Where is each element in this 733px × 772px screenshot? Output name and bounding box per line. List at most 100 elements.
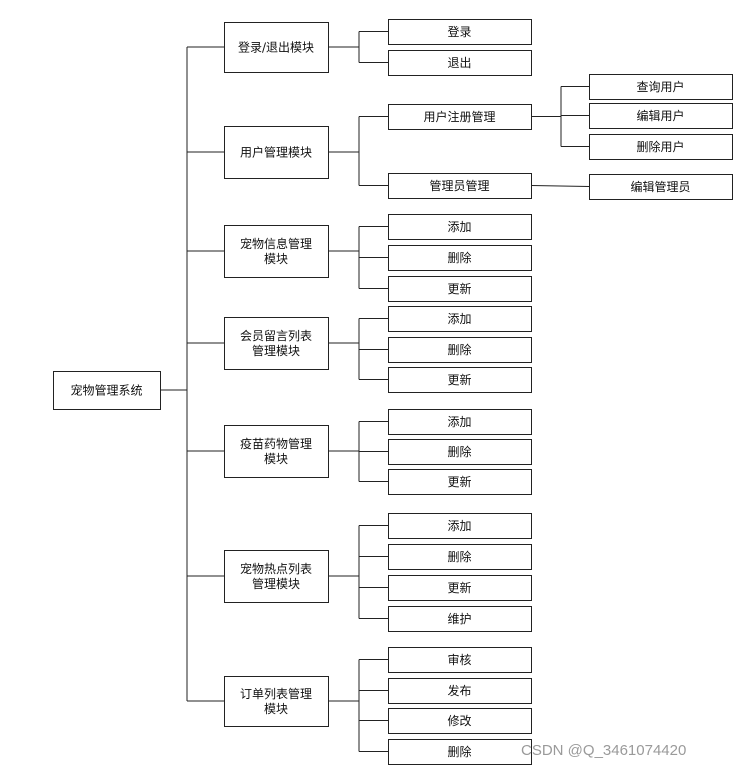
module-node: 登录/退出模块 [224,22,329,73]
connector-line [531,185,590,187]
leaf-node: 删除 [388,245,532,271]
leaf-node-frame [388,276,532,302]
leaf-node: 删除 [388,544,532,570]
sub-leaf-node: 编辑管理员 [589,174,733,200]
module-node-label: 管理模块 [252,343,300,358]
sub-leaf-node: 编辑用户 [589,103,733,129]
module-node-label: 模块 [264,452,288,466]
leaf-node-frame [388,337,532,363]
sub-leaf-node-label: 删除用户 [636,139,684,154]
leaf-node-frame [388,544,532,570]
leaf-node: 登录 [388,19,532,45]
leaf-node-label: 修改 [447,713,471,728]
module-node-label: 管理模块 [252,576,300,591]
leaf-node-label: 添加 [447,415,471,429]
module-node-frame [224,22,329,73]
leaf-node-frame [388,513,532,539]
leaf-node: 更新 [388,276,532,302]
leaf-node-label: 添加 [447,220,471,234]
leaf-node-label: 维护 [447,612,471,626]
leaf-node-frame [388,469,532,495]
module-node-frame [224,317,329,370]
leaf-node-frame [388,245,532,271]
leaf-node-frame [388,19,532,45]
leaf-node: 审核 [388,647,532,673]
leaf-node: 添加 [388,306,532,332]
leaf-node: 更新 [388,469,532,495]
module-node-label: 会员留言列表 [240,329,312,343]
leaf-node-frame [388,708,532,734]
leaf-node: 管理员管理 [388,173,532,199]
leaf-node-label: 更新 [447,372,471,387]
leaf-node: 添加 [388,513,532,539]
leaf-node-label: 管理员管理 [429,178,489,193]
sub-leaf-node-label: 编辑用户 [636,108,684,123]
module-node-frame [224,425,329,478]
module-node-label: 宠物信息管理 [240,236,312,251]
leaf-node-label: 删除 [447,744,471,759]
leaf-node-label: 退出 [447,56,471,70]
leaf-node-label: 更新 [447,281,471,296]
leaf-node-label: 删除 [447,549,471,564]
leaf-node: 删除 [388,739,532,765]
leaf-node-label: 更新 [447,580,471,595]
leaf-node: 维护 [388,606,532,632]
leaf-node-frame [388,306,532,332]
leaf-node-label: 登录 [447,24,471,39]
sub-leaf-node-frame [589,103,733,129]
module-node-frame [224,676,329,727]
leaf-node: 添加 [388,214,532,240]
leaf-node: 用户注册管理 [388,104,532,130]
leaf-node: 修改 [388,708,532,734]
root-node: 宠物管理系统 [53,371,161,410]
module-node-label: 疫苗药物管理 [240,436,312,451]
leaf-node-label: 发布 [447,683,471,698]
module-node-label: 用户管理模块 [240,145,312,160]
leaf-node-frame [388,409,532,435]
leaf-node-frame [388,367,532,393]
leaf-node-frame [388,739,532,765]
module-node-label: 宠物热点列表 [240,561,312,576]
module-node-frame [224,550,329,603]
leaf-node-label: 更新 [447,474,471,489]
sub-leaf-node: 查询用户 [589,74,733,100]
module-node-label: 订单列表管理 [240,686,312,701]
leaf-node: 删除 [388,439,532,465]
leaf-node-frame [388,173,532,199]
leaf-node-frame [388,50,532,76]
module-node-label: 模块 [264,702,288,716]
sub-leaf-node-frame [589,134,733,160]
watermark-text: CSDN @Q_3461074420 [521,742,687,759]
leaf-node-frame [388,439,532,465]
leaf-node-label: 删除 [447,250,471,265]
leaf-node-frame [388,678,532,704]
module-node-label: 登录/退出模块 [238,40,314,55]
leaf-node-frame [388,575,532,601]
sub-leaf-node-frame [589,174,733,200]
leaf-node-label: 审核 [447,652,471,667]
leaf-node: 更新 [388,575,532,601]
module-node-frame [224,225,329,278]
leaf-node: 删除 [388,337,532,363]
leaf-node-frame [388,647,532,673]
leaf-node: 发布 [388,678,532,704]
leaf-node-frame [388,104,532,130]
root-node-frame [53,371,161,410]
leaf-node: 退出 [388,50,532,76]
leaf-node: 添加 [388,409,532,435]
leaf-node: 更新 [388,367,532,393]
leaf-node-label: 用户注册管理 [423,109,495,124]
sub-leaf-node: 删除用户 [589,134,733,160]
leaf-node-label: 添加 [447,312,471,326]
leaf-node-label: 删除 [447,444,471,459]
sub-leaf-node-label: 编辑管理员 [630,179,690,194]
sub-leaf-node-frame [589,74,733,100]
sub-leaf-node-label: 查询用户 [636,79,684,94]
module-node-label: 模块 [264,252,288,266]
leaf-node-label: 删除 [447,342,471,357]
